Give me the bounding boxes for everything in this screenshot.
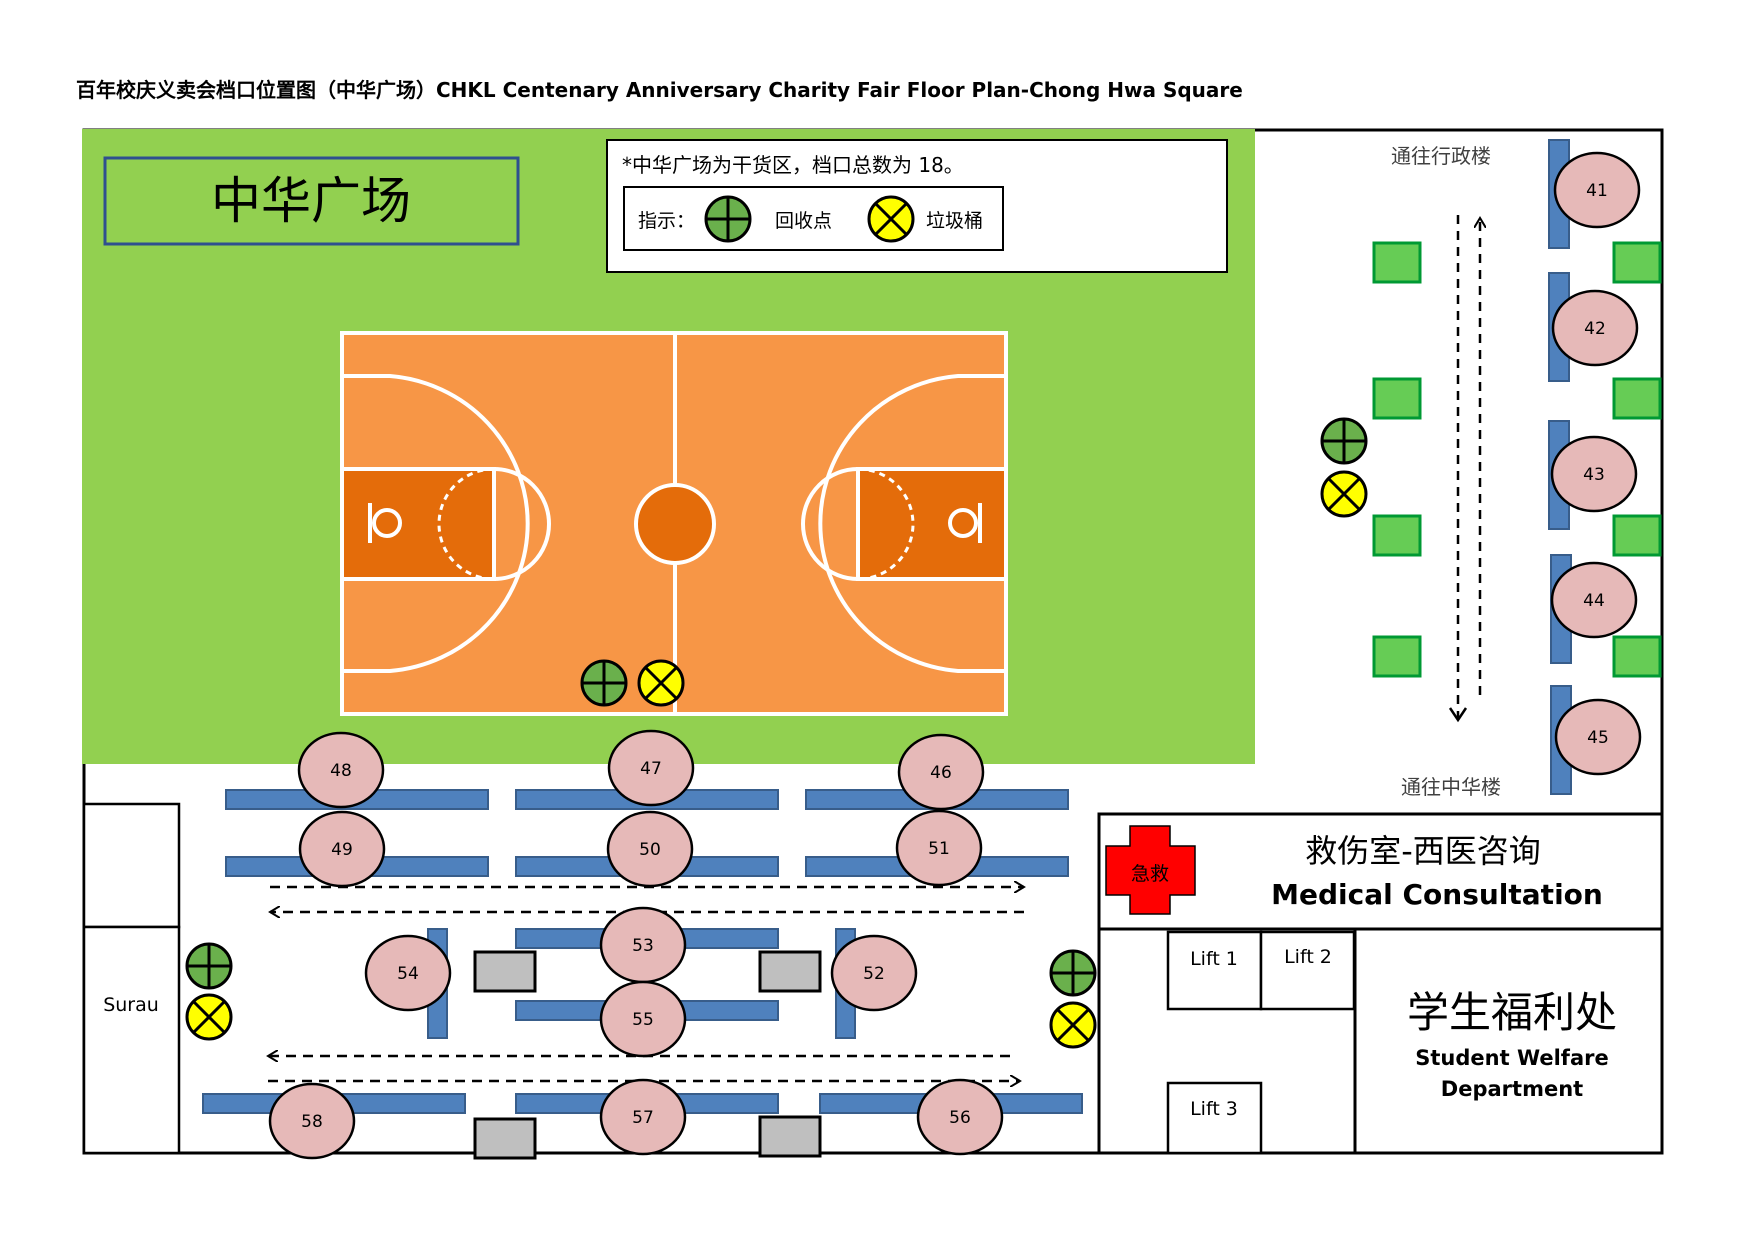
lift-1-label: Lift 1 (1190, 948, 1238, 970)
svg-text:42: 42 (1584, 319, 1606, 339)
stall-46[interactable]: 46 (897, 733, 985, 811)
svg-text:51: 51 (928, 839, 950, 859)
svg-text:49: 49 (331, 840, 353, 860)
lift-3-label: Lift 3 (1190, 1098, 1238, 1120)
trash-icon (1320, 470, 1368, 518)
stall-41[interactable]: 41 (1553, 151, 1641, 229)
trash-icon (185, 993, 233, 1041)
stall-55[interactable]: 55 (599, 980, 687, 1058)
page-title: 百年校庆义卖会档口位置图（中华广场）CHKL Centenary Anniver… (76, 78, 1243, 102)
welfare-title-en-line1: Student Welfare (1415, 1046, 1608, 1070)
lift-1 (1166, 930, 1263, 1011)
svg-text:56: 56 (949, 1108, 971, 1128)
lift-2 (1259, 930, 1356, 1011)
lift-2-label: Lift 2 (1284, 946, 1332, 968)
svg-text:44: 44 (1583, 591, 1605, 611)
stall-43[interactable]: 43 (1550, 435, 1638, 513)
svg-text:50: 50 (639, 840, 661, 860)
svg-text:43: 43 (1583, 465, 1605, 485)
info-note: *中华广场为干货区，档口总数为 18。 (622, 153, 964, 177)
svg-text:41: 41 (1586, 181, 1608, 201)
stall-56[interactable]: 56 (916, 1078, 1004, 1156)
svg-text:45: 45 (1587, 728, 1609, 748)
stall-50[interactable]: 50 (606, 810, 694, 888)
stall-44[interactable]: 44 (1550, 561, 1638, 639)
svg-text:55: 55 (632, 1010, 654, 1030)
recycle-icon (185, 942, 233, 990)
svg-text:53: 53 (632, 936, 654, 956)
svg-text:58: 58 (301, 1112, 323, 1132)
lift-3 (1166, 1081, 1263, 1155)
svg-text:48: 48 (330, 761, 352, 781)
stall-42[interactable]: 42 (1551, 289, 1639, 367)
gray-boxes (473, 950, 822, 1160)
direction-to-zhonghua: 通往中华楼 (1401, 775, 1501, 799)
medical-title-en: Medical Consultation (1271, 878, 1603, 911)
recycle-icon (580, 659, 628, 707)
svg-text:47: 47 (640, 759, 662, 779)
first-aid-label: 急救 (1131, 863, 1169, 885)
basketball-court (340, 331, 1008, 716)
square-name: 中华广场 (211, 172, 411, 230)
recycle-icon (704, 195, 752, 243)
svg-text:52: 52 (863, 964, 885, 984)
stalls: 41 42 43 44 45 46 47 48 49 50 51 52 53 5… (268, 151, 1642, 1160)
stall-54[interactable]: 54 (364, 934, 452, 1012)
surau-label: Surau (103, 994, 159, 1016)
legend-prefix: 指示： (638, 210, 695, 232)
legend-trash-label: 垃圾桶 (926, 210, 983, 232)
stall-52[interactable]: 52 (830, 934, 918, 1012)
left-room (82, 802, 181, 929)
square-name-box (103, 156, 520, 246)
green-squares (1372, 241, 1662, 678)
recycle-icon (1049, 949, 1097, 997)
stall-53[interactable]: 53 (599, 906, 687, 984)
stall-57[interactable]: 57 (599, 1078, 687, 1156)
stall-58[interactable]: 58 (268, 1082, 356, 1160)
legend-box (623, 186, 1004, 251)
trash-icon (637, 659, 685, 707)
svg-text:57: 57 (632, 1108, 654, 1128)
welfare-title-cn: 学生福利处 (1407, 988, 1617, 1037)
svg-text:46: 46 (930, 763, 952, 783)
trash-icon (1049, 1001, 1097, 1049)
medical-title-cn: 救伤室-西医咨询 (1305, 832, 1541, 870)
first-aid-cross-icon (1105, 825, 1196, 915)
surau-room (82, 925, 181, 1155)
welfare-title-en-line2: Department (1441, 1077, 1583, 1101)
stall-45[interactable]: 45 (1554, 698, 1642, 776)
stall-51[interactable]: 51 (895, 809, 983, 887)
stall-49[interactable]: 49 (298, 810, 386, 888)
stall-48[interactable]: 48 (297, 731, 385, 809)
trash-icon (867, 195, 915, 243)
recycle-icon (1320, 417, 1368, 465)
legend-recycle-label: 回收点 (775, 210, 832, 232)
direction-to-admin: 通往行政楼 (1391, 144, 1491, 168)
svg-text:54: 54 (397, 964, 419, 984)
stall-47[interactable]: 47 (607, 729, 695, 807)
